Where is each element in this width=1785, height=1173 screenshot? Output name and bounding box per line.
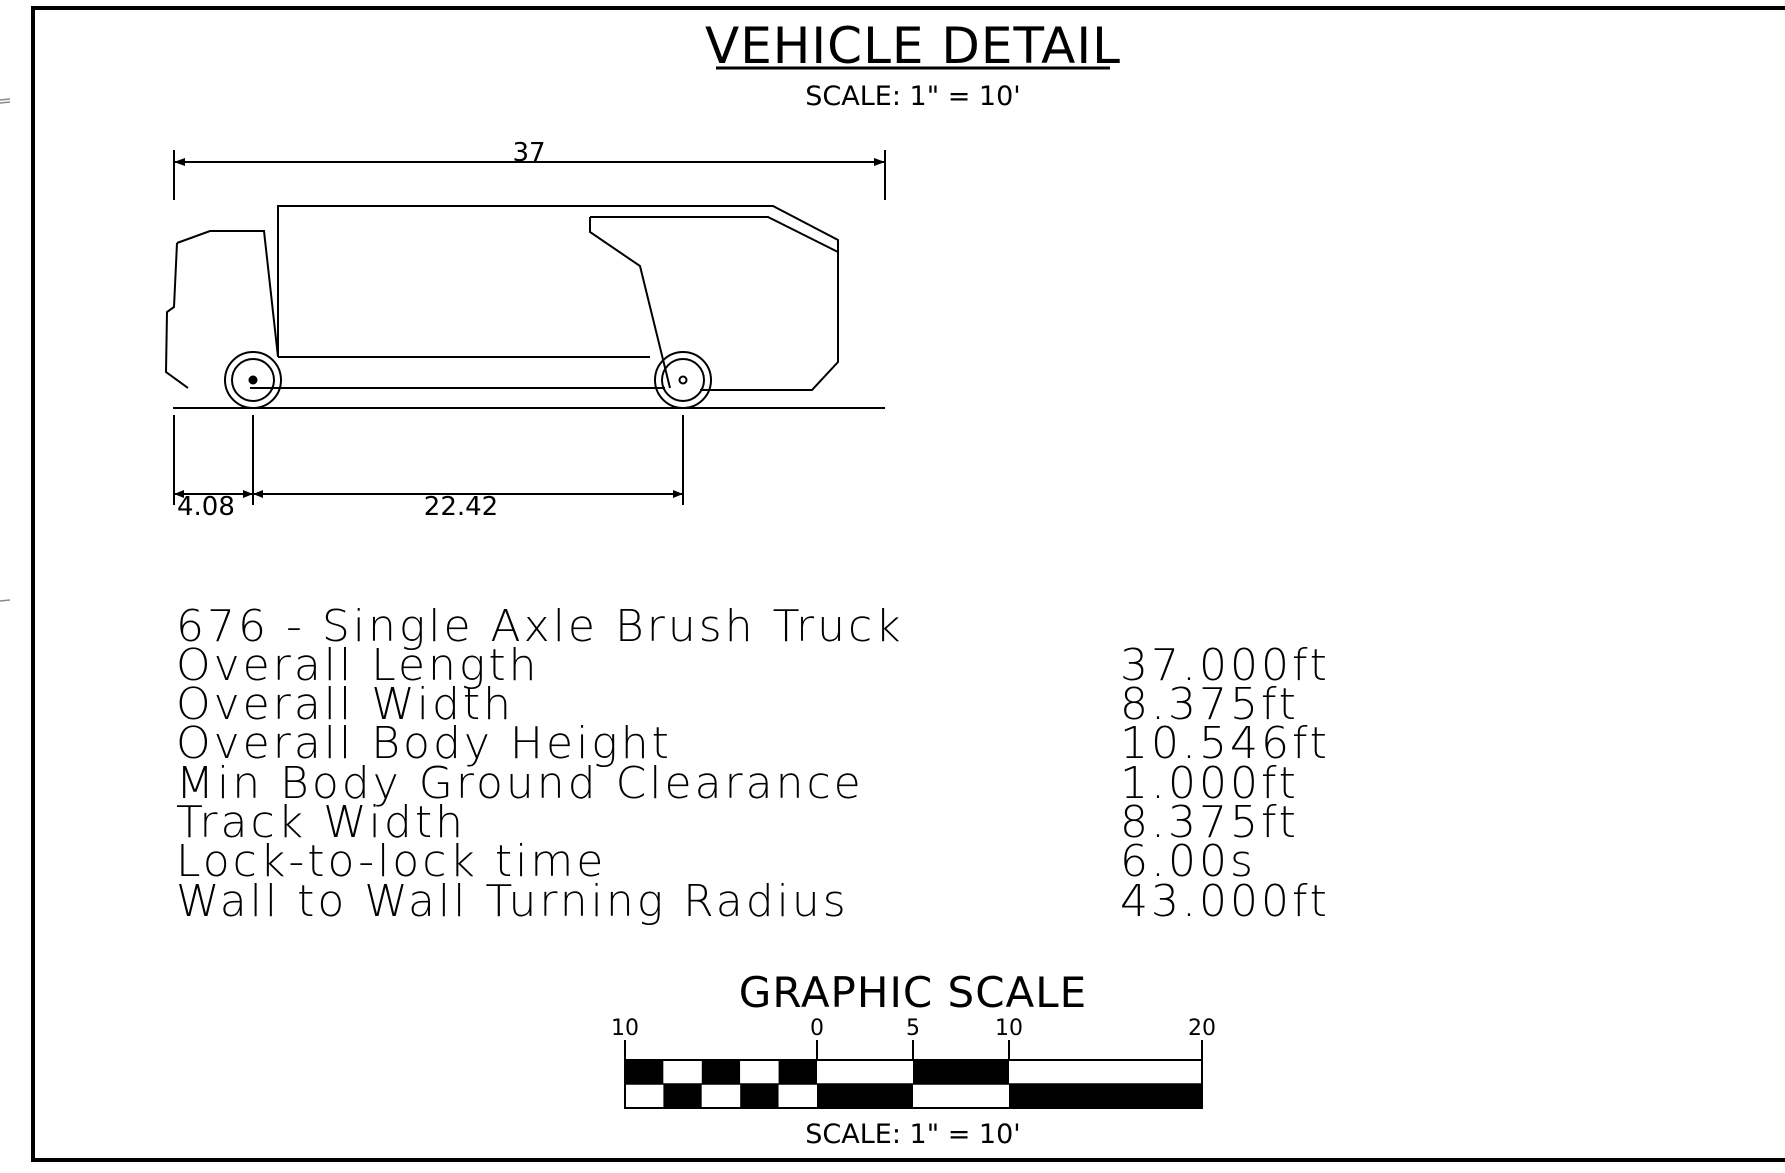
overall-length-label: 37 (512, 138, 545, 168)
spec-value: 43.000ft (1120, 876, 1330, 927)
top-scale-label: SCALE: 1" = 10' (805, 81, 1020, 112)
graphic-scale-ticks: 10 0 5 10 20 (611, 1016, 1216, 1041)
rear-wheel (654, 351, 712, 409)
spec-table: Overall Length 37.000ft Overall Width 8.… (176, 640, 1330, 927)
spec-value: 37.000ft (1120, 640, 1330, 691)
edge-mark-mid (0, 599, 11, 602)
wheelbase-dimension (173, 415, 684, 505)
truck-cab (164, 230, 279, 389)
scale-tick-label: 5 (906, 1016, 920, 1041)
scale-tick-label: 10 (995, 1016, 1023, 1041)
spec-label: Track Width (176, 797, 466, 848)
spec-value: 10.546ft (1120, 718, 1330, 769)
spec-value: 6.00s (1120, 836, 1256, 887)
scale-tick-label: 20 (1188, 1016, 1216, 1041)
spec-label: Overall Width (176, 679, 514, 730)
spec-value: 8.375ft (1120, 679, 1299, 730)
bottom-scale-label: SCALE: 1" = 10' (805, 1119, 1020, 1150)
edge-mark-top (0, 98, 11, 101)
front-wheel (224, 351, 282, 409)
spec-label: Min Body Ground Clearance (176, 758, 864, 809)
vehicle-name: 676 - Single Axle Brush Truck (176, 601, 904, 652)
truck-hopper (589, 216, 839, 389)
scale-tick-label: 10 (611, 1016, 639, 1041)
overall-length-dimension (173, 150, 886, 200)
truck-outline (164, 205, 885, 409)
edge-mark-top-2 (0, 101, 11, 104)
spec-label: Wall to Wall Turning Radius (176, 876, 849, 927)
spec-value: 8.375ft (1120, 797, 1299, 848)
graphic-scale-title: GRAPHIC SCALE (739, 968, 1087, 1017)
scale-tick-label: 0 (810, 1016, 824, 1041)
spec-label: Overall Length (176, 640, 539, 691)
page-title: VEHICLE DETAIL (705, 17, 1121, 75)
spec-label: Overall Body Height (176, 718, 672, 769)
graphic-scale-bar (624, 1040, 1203, 1109)
truck-box (250, 205, 839, 391)
wheelbase-label: 22.42 (424, 492, 498, 522)
front-overhang-label: 4.08 (177, 492, 235, 522)
spec-value: 1.000ft (1120, 758, 1299, 809)
spec-label: Lock-to-lock time (176, 836, 606, 887)
sheet-border (31, 6, 1785, 1162)
